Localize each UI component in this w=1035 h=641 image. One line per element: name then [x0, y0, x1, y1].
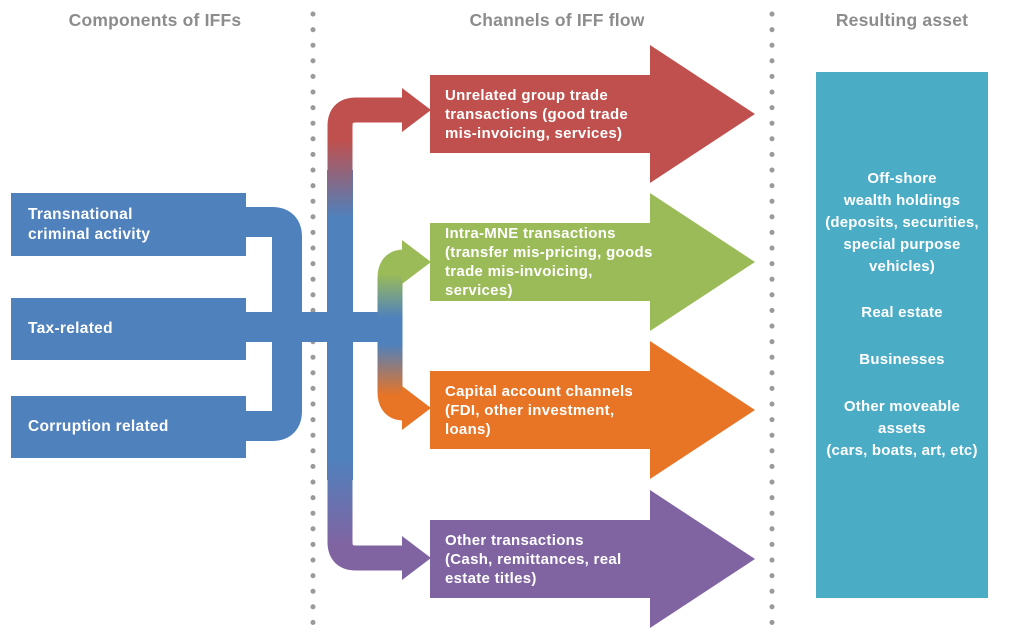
asset-item-real-estate: Real estate [861, 304, 943, 321]
channel-label: Unrelated group trade transactions (good… [445, 86, 629, 142]
channel-label: Other transactions (Cash, remittances, r… [445, 531, 622, 587]
branch-red [327, 97, 403, 222]
resulting-asset-box: Off-shore wealth holdings (deposits, sec… [816, 72, 988, 598]
branch-purple [327, 455, 403, 571]
component-box-tax-related: Tax-related [11, 298, 246, 360]
asset-item-offshore: Off-shore wealth holdings (deposits, sec… [825, 170, 979, 275]
connector-box1 [246, 207, 302, 330]
connector-box3 [246, 324, 302, 441]
component-label: Transnational criminal activity [28, 205, 151, 243]
branch-red-arrowhead-icon [402, 88, 431, 132]
header-components: Components of IFFs [68, 10, 242, 30]
branch-orange-arrowhead-icon [402, 386, 431, 430]
component-label: Tax-related [28, 320, 113, 337]
channel-label: Capital account channels (FDI, other inv… [445, 382, 634, 438]
branch-green-arrowhead-icon [402, 240, 431, 284]
channel-label: Intra-MNE transactions (transfer mis-pri… [445, 225, 653, 299]
branch-purple-arrowhead-icon [402, 536, 431, 580]
asset-item-other-moveable: Other moveable assets (cars, boats, art,… [826, 398, 978, 459]
component-label: Corruption related [28, 418, 169, 435]
branch-orange [377, 322, 405, 421]
component-box-transnational: Transnational criminal activity [11, 193, 246, 256]
header-channels: Channels of IFF flow [469, 10, 645, 30]
asset-item-businesses: Businesses [859, 351, 945, 368]
component-box-corruption: Corruption related [11, 396, 246, 458]
branch-green [377, 249, 405, 330]
header-resulting-asset: Resulting asset [835, 10, 969, 30]
